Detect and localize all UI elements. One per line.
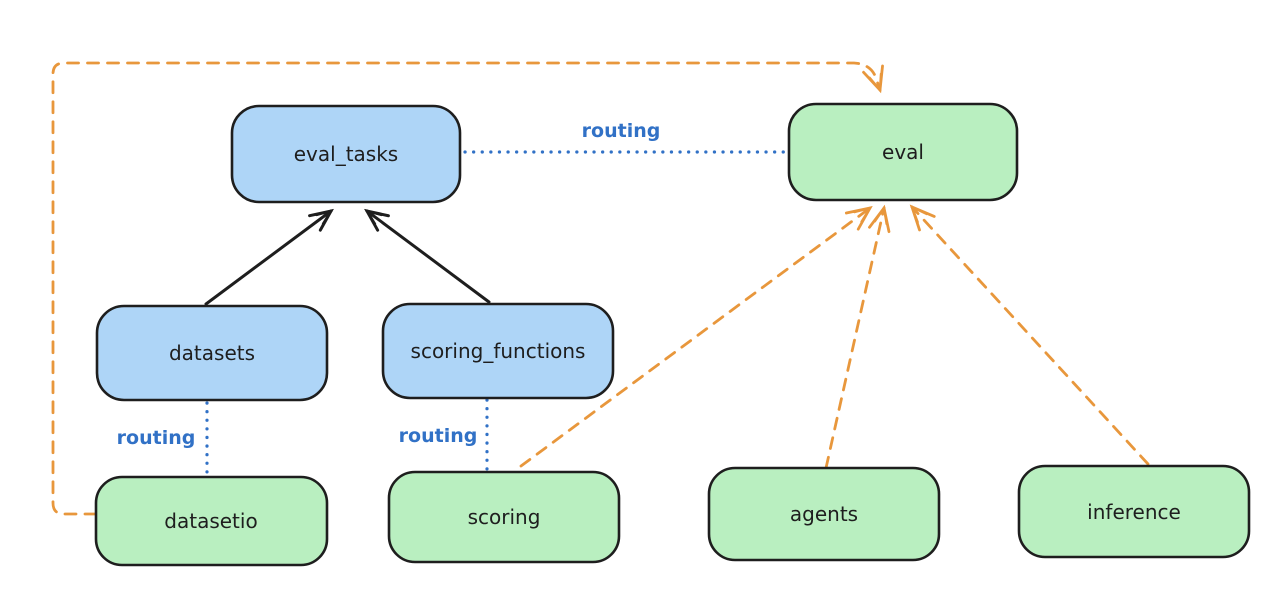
node-scoring-functions: scoring_functions (381, 302, 615, 400)
edge-inference-to-eval (909, 204, 1150, 466)
node-scoring-functions-box (381, 302, 615, 400)
node-eval-tasks-label: eval_tasks (294, 142, 398, 166)
node-agents: agents (707, 466, 941, 562)
node-eval-box (787, 102, 1019, 202)
edge-datasetio-to-eval (51, 61, 884, 516)
node-datasets-label: datasets (169, 341, 255, 365)
node-eval-tasks-box (230, 104, 462, 204)
node-inference: inference (1017, 464, 1251, 559)
routing-label-datasets: routing (117, 427, 196, 449)
node-scoring: scoring (387, 470, 621, 564)
node-datasets-box (95, 304, 329, 402)
edge-scoring-to-eval (519, 205, 873, 468)
node-eval-tasks: eval_tasks (230, 104, 462, 204)
node-agents-label: agents (790, 502, 858, 526)
node-scoring-label: scoring (468, 505, 541, 529)
node-datasets: datasets (95, 304, 329, 402)
node-inference-label: inference (1087, 500, 1181, 524)
routing-label-top: routing (582, 120, 661, 142)
node-scoring-functions-label: scoring_functions (411, 339, 586, 363)
node-datasetio: datasetio (94, 475, 329, 567)
edge-scoring-functions-to-eval-tasks (364, 208, 491, 304)
node-scoring-box (387, 470, 621, 564)
node-inference-box (1017, 464, 1251, 559)
node-datasetio-box (94, 475, 329, 567)
routing-label-scoring: routing (399, 425, 478, 447)
node-agents-box (707, 466, 941, 562)
edge-agents-to-eval (824, 204, 891, 470)
edge-datasets-to-eval-tasks (204, 208, 334, 306)
node-eval-label: eval (882, 140, 924, 164)
node-datasetio-label: datasetio (164, 509, 257, 533)
node-eval: eval (787, 102, 1019, 202)
